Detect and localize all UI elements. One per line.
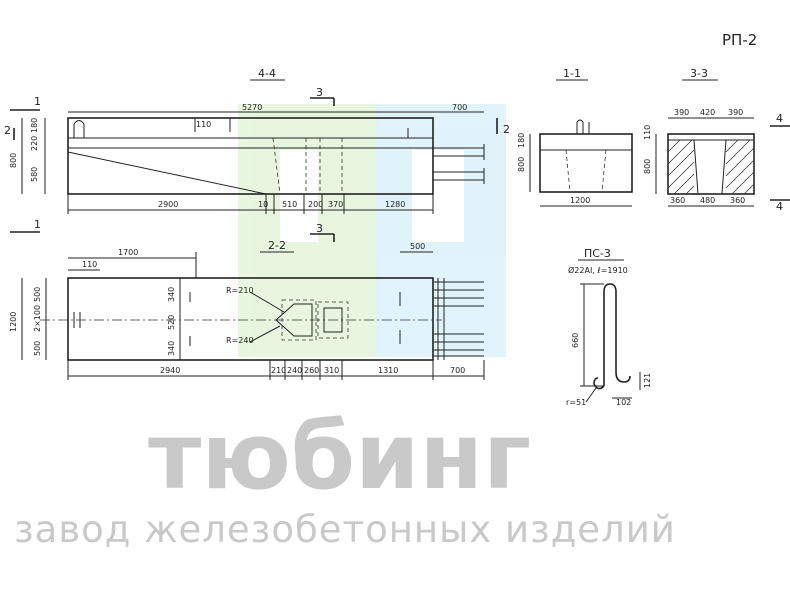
dim-3-3-b2: 480 xyxy=(700,196,715,205)
plan-radius-1: R=210 xyxy=(226,286,254,295)
dim-4-4-h-top: 180 xyxy=(30,118,39,133)
plan-dim-b7: 700 xyxy=(450,366,465,375)
dim-4-4-notch: 110 xyxy=(196,120,211,129)
cut-1-top: 1 xyxy=(34,95,41,108)
plan-dim-v3: 340 xyxy=(167,341,176,356)
plan-radius-2: R=240 xyxy=(226,336,254,345)
watermark-brand: тюбинг xyxy=(148,403,531,510)
dim-4-4-b2: 10 xyxy=(258,200,268,209)
plan-dim-b6: 1310 xyxy=(378,366,398,375)
detail-spec: Ø22AI, ℓ=1910 xyxy=(568,265,628,275)
dim-3-3-b3: 360 xyxy=(730,196,745,205)
dim-4-4-b6: 1280 xyxy=(385,200,405,209)
plan-dim-left-b: 2×100 xyxy=(33,305,42,332)
dim-4-4-b3: 510 xyxy=(282,200,297,209)
cut-3-top: 3 xyxy=(316,86,323,99)
plan-dim-left-a: 500 xyxy=(33,287,42,302)
plan-dim-edge: 110 xyxy=(82,260,97,269)
dim-1-1-h-top: 180 xyxy=(517,133,526,148)
dim-4-4-total: 5270 xyxy=(242,103,262,112)
cut-2-left: 2 xyxy=(4,124,11,137)
dim-3-3-t1: 390 xyxy=(674,108,689,117)
plan-dim-b5: 310 xyxy=(324,366,339,375)
watermark-tagline: завод железобетонных изделий xyxy=(14,508,676,551)
cut-2-right: 2 xyxy=(503,123,510,136)
detail-height: 660 xyxy=(571,333,580,348)
dim-4-4-h-total: 800 xyxy=(9,153,18,168)
dim-4-4-b4: 200 xyxy=(308,200,323,209)
dim-4-4-b1: 2900 xyxy=(158,200,178,209)
cut-4-bottom: 4 xyxy=(776,200,783,213)
plan-dim-left-total: 1200 xyxy=(9,312,18,332)
dim-3-3-t2: 420 xyxy=(700,108,715,117)
dim-3-3-b1: 360 xyxy=(670,196,685,205)
plan-dim-b3: 240 xyxy=(287,366,302,375)
plan-dim-b2: 210 xyxy=(271,366,286,375)
logo-backdrop xyxy=(238,104,506,357)
detail-hook-h: 121 xyxy=(643,373,652,388)
hatched-section xyxy=(667,139,755,195)
dim-4-4-right: 700 xyxy=(452,103,467,112)
section-1-1-title: 1-1 xyxy=(563,67,581,80)
dim-3-3-h-top: 110 xyxy=(643,125,652,140)
plan-dim-b1: 2940 xyxy=(160,366,180,375)
plan-dim-top-left: 1700 xyxy=(118,248,138,257)
section-4-4-title: 4-4 xyxy=(258,67,276,80)
dim-4-4-b5: 370 xyxy=(328,200,343,209)
dim-1-1-width: 1200 xyxy=(570,196,590,205)
section-2-2-title: 2-2 xyxy=(268,239,286,252)
watermark: тюбинг завод железобетонных изделий xyxy=(14,403,676,551)
cut-4-top: 4 xyxy=(776,112,783,125)
section-4-4: 4-4 5270 700 110 180 220 580 xyxy=(4,67,510,214)
plan-dim-v1: 340 xyxy=(167,287,176,302)
dim-1-1-h-total: 800 xyxy=(517,157,526,172)
cut-1-plan: 1 xyxy=(34,218,41,231)
section-3-3-title: 3-3 xyxy=(690,67,708,80)
rebar-detail: ПС-3 Ø22AI, ℓ=1910 660 121 102 r=51 xyxy=(566,247,652,407)
detail-title: ПС-3 xyxy=(584,247,611,260)
dim-3-3-t3: 390 xyxy=(728,108,743,117)
section-3-3: 3-3 390 420 390 110 800 360 480 xyxy=(643,67,790,213)
cut-3-plan: 3 xyxy=(316,222,323,235)
plan-dim-top-right: 500 xyxy=(410,242,425,251)
dim-3-3-h: 800 xyxy=(643,159,652,174)
detail-hook-w: 102 xyxy=(616,398,631,407)
plan-dim-left-c: 500 xyxy=(33,341,42,356)
dim-4-4-h-mid: 220 xyxy=(30,136,39,151)
plan-view: 2-2 R=210 R=240 1700 xyxy=(9,218,485,380)
detail-radius: r=51 xyxy=(566,398,586,407)
plan-dim-b4: 260 xyxy=(304,366,319,375)
dim-4-4-h-low: 580 xyxy=(30,167,39,182)
sheet-code: РП-2 xyxy=(722,31,757,49)
section-1-1: 1-1 180 800 1200 xyxy=(517,67,633,207)
plan-dim-v2: 520 xyxy=(167,315,176,330)
